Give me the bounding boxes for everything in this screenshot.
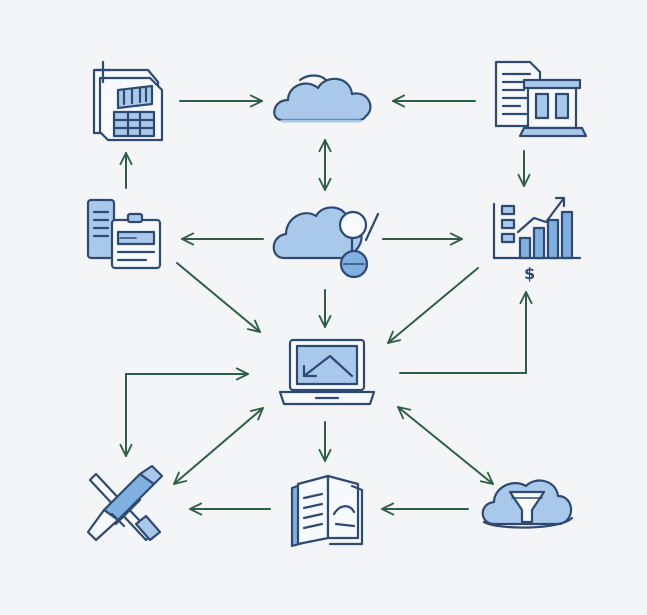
cloud-globe-icon: [272, 206, 380, 279]
arrow-laptop-to-tools: [173, 407, 264, 485]
crossed-tools-icon: [86, 464, 164, 542]
cloud-icon: [273, 74, 372, 123]
arrow-laptop-to-cloudfunnel: [397, 406, 494, 485]
document-id-card-icon: [86, 198, 162, 270]
document-checklist-icon: [92, 60, 164, 142]
report-building-icon: [494, 60, 588, 138]
cloud-funnel-icon: [481, 479, 574, 529]
bar-chart-dollar-label: $: [524, 264, 535, 283]
open-book-icon: [290, 474, 364, 548]
laptop-icon: [278, 338, 376, 406]
arrow-chart-to-laptop: [387, 267, 479, 344]
arrow-idcard-to-laptop: [176, 262, 261, 333]
arrow-tools-to-laptop: [119, 367, 249, 457]
arrow-laptop-to-chart: [399, 291, 533, 374]
bar-chart-dollar-icon: $: [492, 196, 582, 283]
